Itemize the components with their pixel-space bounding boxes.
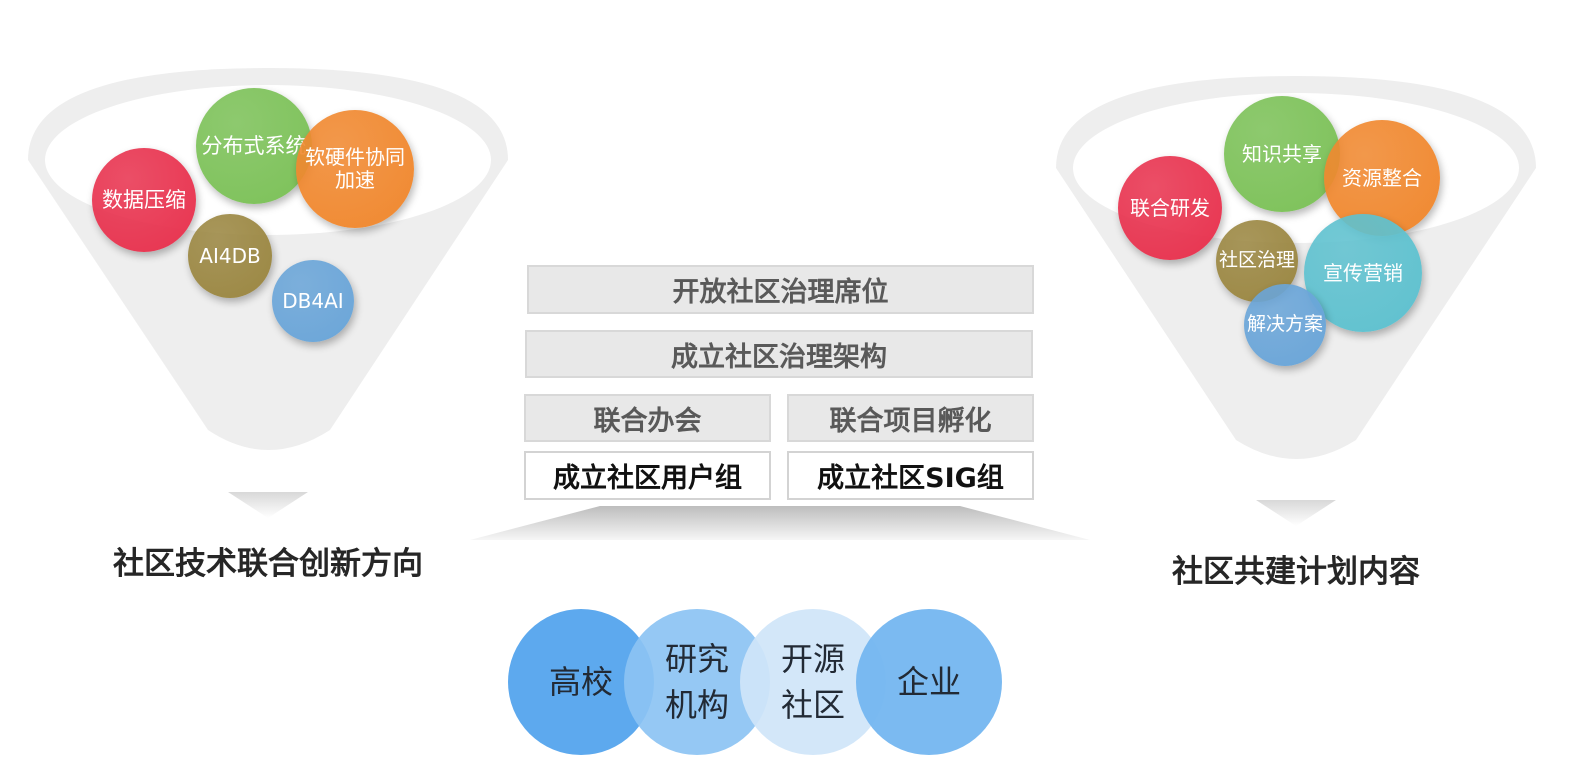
bar-joint-incubation: 联合项目孵化 (787, 394, 1034, 442)
left-funnel: 数据压缩 分布式系统 软硬件协同 加速 AI4DB DB4AI 社区技术联合创新… (0, 0, 540, 600)
bar-joint-conference: 联合办会 (524, 394, 771, 442)
ball-data-compression: 数据压缩 (92, 148, 196, 252)
ball-joint-rnd: 联合研发 (1118, 156, 1222, 260)
ball-ai4db: AI4DB (188, 214, 272, 298)
ball-knowledge-sharing: 知识共享 (1224, 96, 1340, 212)
ball-distributed-system: 分布式系统 (196, 88, 312, 204)
bar-open-governance-seats: 开放社区治理席位 (527, 265, 1034, 314)
left-funnel-caption: 社区技术联合创新方向 (113, 546, 423, 582)
bar-governance-structure: 成立社区治理架构 (525, 330, 1033, 378)
right-funnel: 联合研发 知识共享 资源整合 社区治理 宣传营销 解决方案 社区共建计划内容 (1040, 0, 1580, 600)
right-funnel-caption: 社区共建计划内容 (1172, 554, 1420, 590)
ball-db4ai: DB4AI (272, 260, 354, 342)
platform-base (470, 506, 1090, 540)
bar-sig-group: 成立社区SIG组 (787, 451, 1034, 500)
ball-solutions: 解决方案 (1244, 284, 1326, 366)
ball-hw-sw-acceleration: 软硬件协同 加速 (296, 110, 414, 228)
participant-enterprise: 企业 (856, 609, 1002, 755)
bar-user-group: 成立社区用户组 (524, 451, 771, 500)
